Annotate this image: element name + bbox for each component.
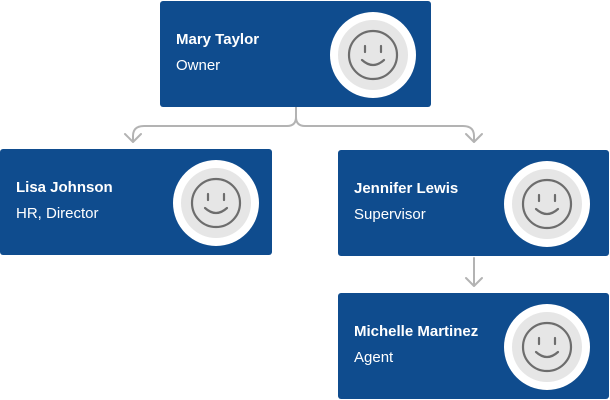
avatar <box>504 304 590 390</box>
smiley-face-icon <box>347 29 399 81</box>
avatar <box>504 161 590 247</box>
avatar <box>173 160 259 246</box>
arrow-down-icon <box>465 277 483 287</box>
node-card-hr-director[interactable]: Lisa Johnson HR, Director <box>0 149 272 255</box>
node-card-agent[interactable]: Michelle Martinez Agent <box>338 293 609 399</box>
connector-owner-branch-right <box>295 116 475 142</box>
node-role: Agent <box>354 349 394 366</box>
smiley-face-icon <box>521 178 573 230</box>
connector-owner-branch <box>132 106 297 142</box>
smiley-face-icon <box>521 321 573 373</box>
node-role: Owner <box>176 57 221 74</box>
node-role: HR, Director <box>16 205 99 222</box>
arrow-down-icon <box>124 133 142 143</box>
node-name: Mary Taylor <box>176 31 260 48</box>
node-name: Jennifer Lewis <box>354 180 459 197</box>
arrow-down-icon <box>465 133 483 143</box>
node-card-supervisor[interactable]: Jennifer Lewis Supervisor <box>338 150 609 256</box>
node-name: Lisa Johnson <box>16 179 113 196</box>
node-name: Michelle Martinez <box>354 323 479 340</box>
node-role: Supervisor <box>354 206 426 223</box>
node-card-owner[interactable]: Mary Taylor Owner <box>160 1 431 107</box>
smiley-face-icon <box>190 177 242 229</box>
avatar <box>330 12 416 98</box>
